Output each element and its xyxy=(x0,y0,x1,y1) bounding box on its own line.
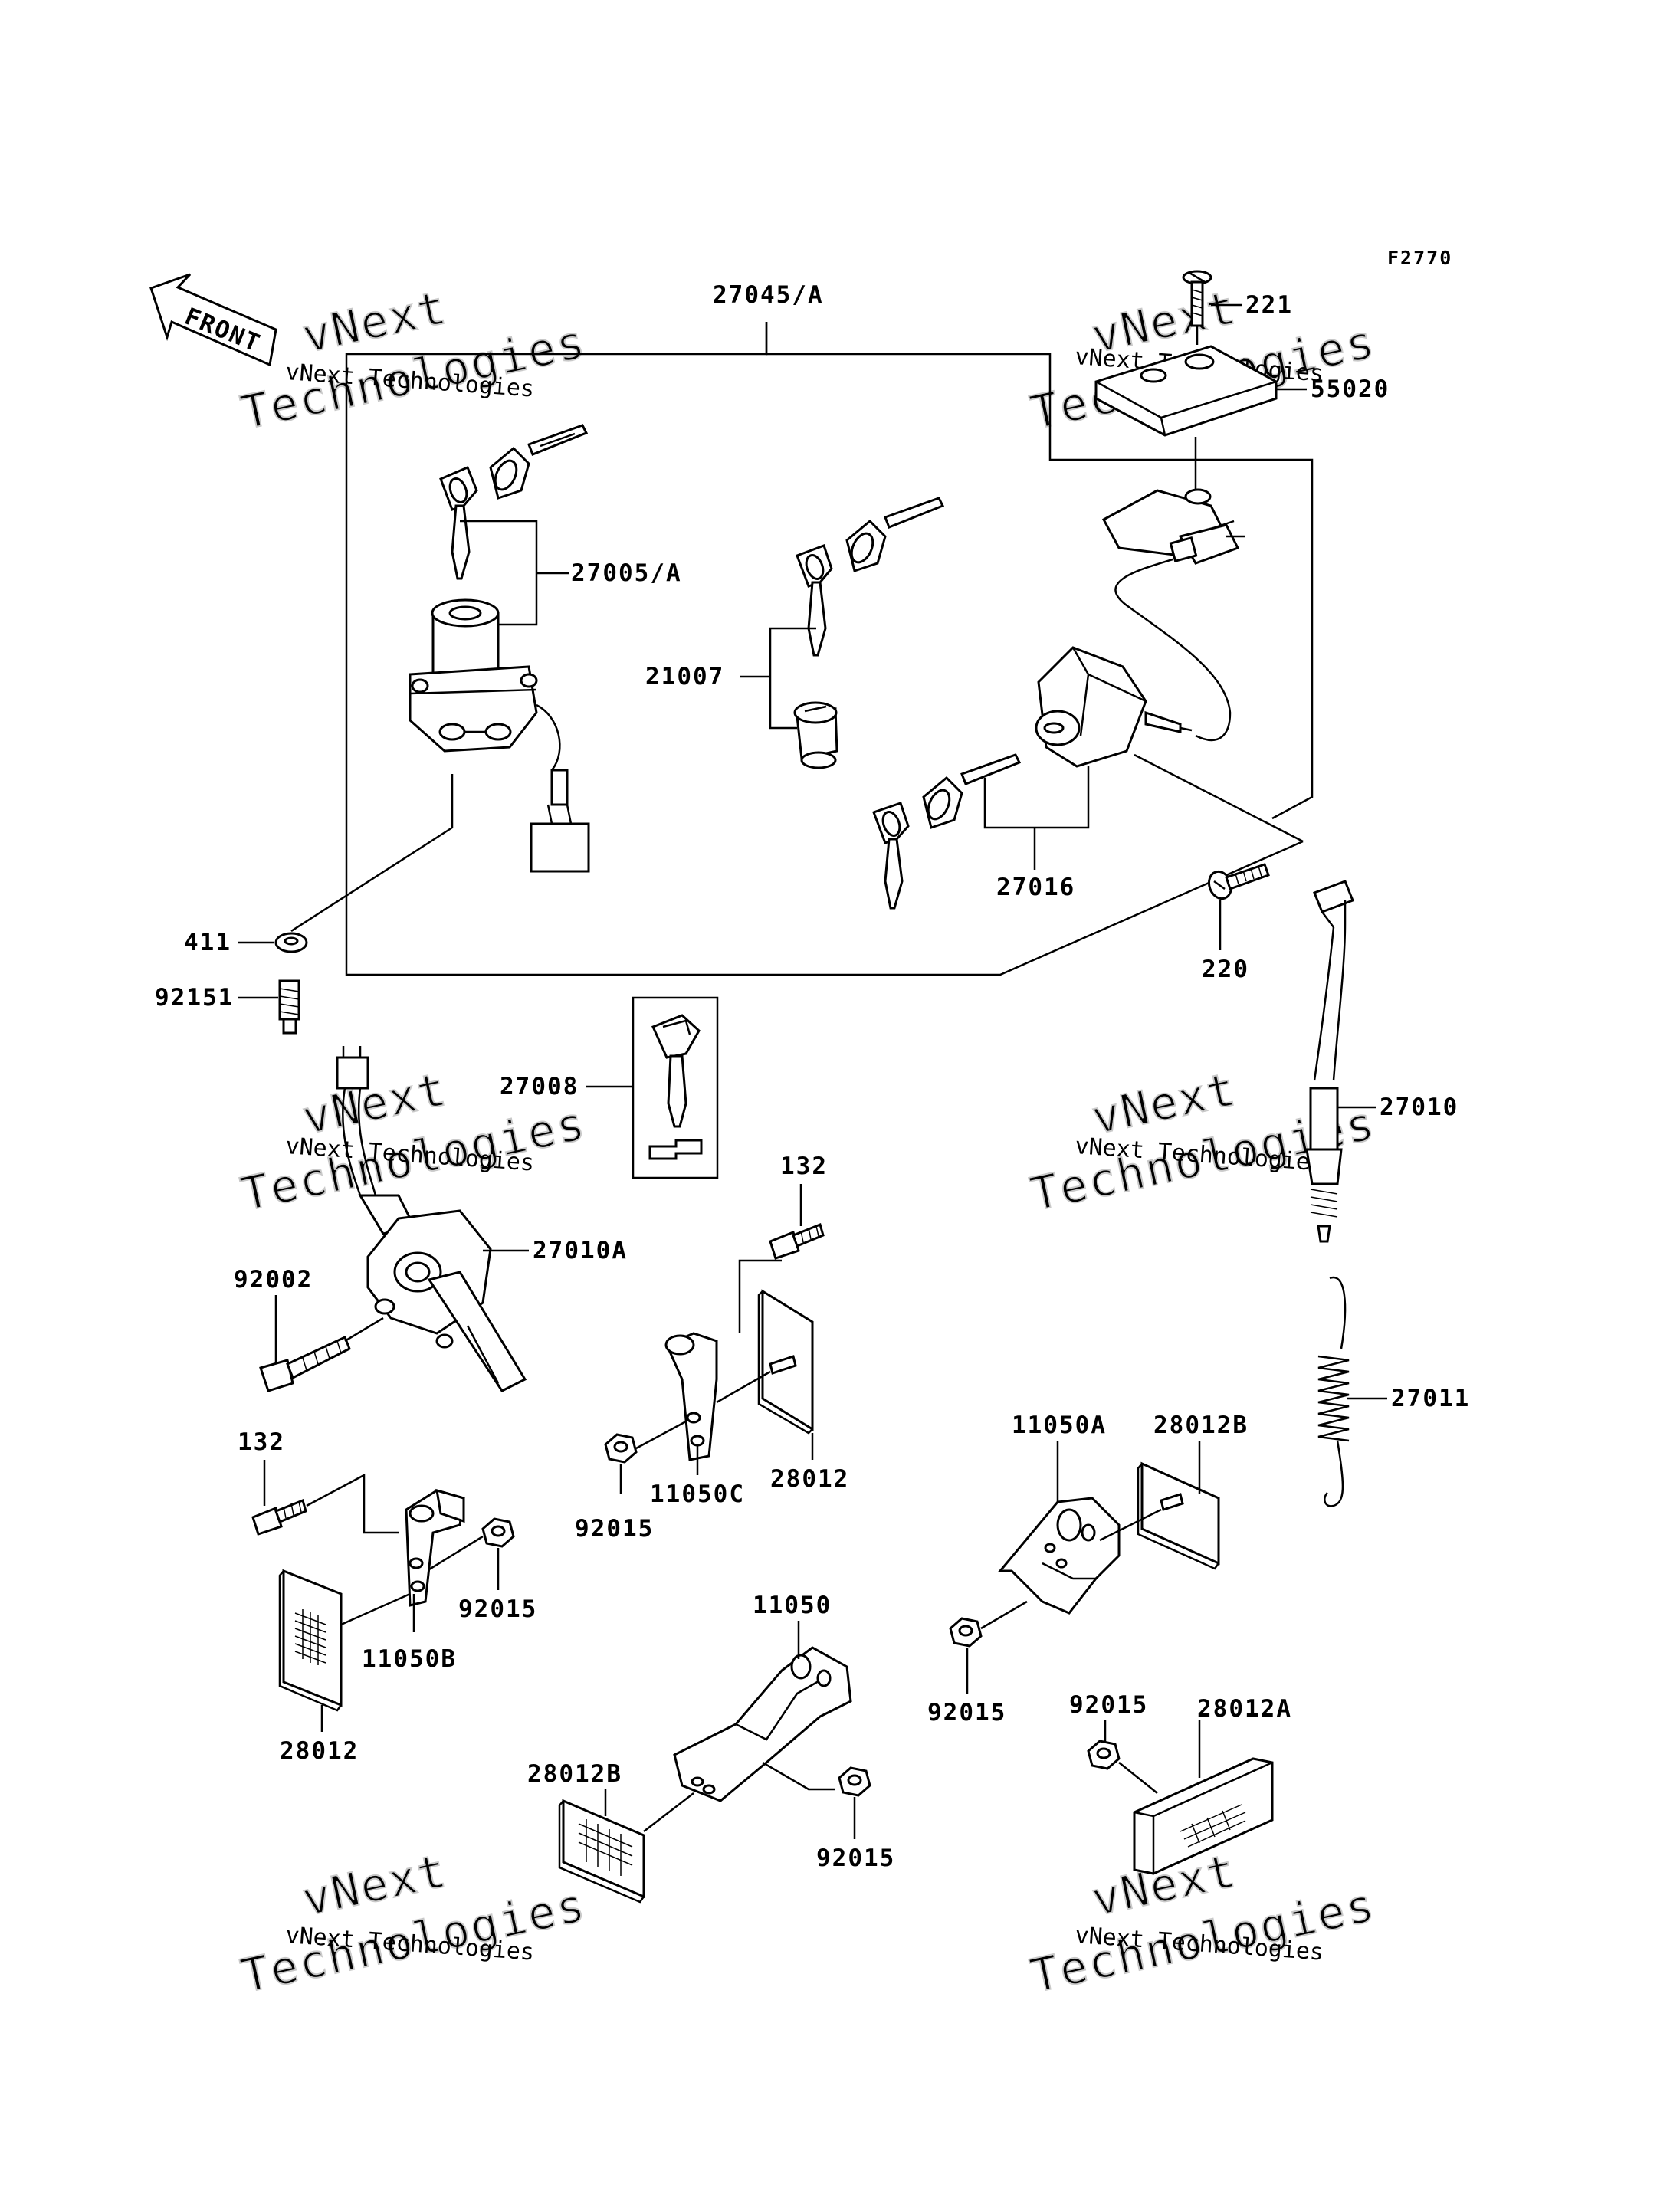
nut-92015-upper-icon xyxy=(604,1433,638,1464)
callout-92015-right: 92015 xyxy=(927,1699,1006,1726)
ignition-switch-27005A-icon xyxy=(409,598,590,873)
watermark-bottom-left: vNext Technologies vNext Technologies xyxy=(236,1844,592,2005)
callout-28012B-right: 28012B xyxy=(1153,1412,1249,1439)
bolt-132-lower-icon xyxy=(251,1498,307,1536)
watermark-top-left: vNext Technologies vNext Technologies xyxy=(236,280,592,441)
callout-11050C: 11050C xyxy=(650,1481,745,1508)
key-pair-21007-icon xyxy=(796,497,945,657)
callout-28012A: 28012A xyxy=(1197,1695,1292,1723)
callout-11050A: 11050A xyxy=(1012,1412,1107,1439)
key-pair-27005A-icon xyxy=(439,424,589,580)
bolt-92151-icon xyxy=(278,979,300,1035)
bolt-92002-icon xyxy=(259,1335,351,1392)
spring-27011-icon xyxy=(1317,1276,1350,1507)
callout-28012-upper: 28012 xyxy=(770,1465,849,1493)
callout-411: 411 xyxy=(184,929,231,956)
callout-21007: 21007 xyxy=(645,663,724,690)
callout-27045A: 27045/A xyxy=(713,281,824,309)
seat-lock-27016-icon xyxy=(1035,646,1193,768)
nut-92015-left-icon xyxy=(481,1517,515,1548)
nut-92015-bottom-right-icon xyxy=(1087,1740,1121,1770)
washer-411-icon xyxy=(274,932,308,953)
bracket-11050C-icon xyxy=(664,1332,718,1461)
callout-27008: 27008 xyxy=(500,1073,579,1100)
nut-92015-bottom-center-icon xyxy=(838,1766,871,1797)
bracket-11050-icon xyxy=(673,1646,852,1802)
watermark-bottom-right: vNext Technologies vNext Technologies xyxy=(1025,1844,1381,2005)
callout-27010A: 27010A xyxy=(533,1237,628,1264)
callout-28012-lower-left: 28012 xyxy=(280,1737,359,1765)
reflector-28012B-bottom-icon xyxy=(558,1799,645,1904)
bracket-11050B-icon xyxy=(405,1488,465,1607)
callout-92015-bottom-right: 92015 xyxy=(1069,1691,1148,1719)
callout-27016: 27016 xyxy=(996,874,1075,901)
callout-132-upper: 132 xyxy=(780,1153,828,1180)
reflector-28012B-right-icon xyxy=(1137,1461,1220,1570)
key-blank-27008-icon xyxy=(632,996,719,1179)
callout-92002: 92002 xyxy=(234,1266,313,1294)
figure-code: F2770 xyxy=(1387,247,1452,269)
screw-220-icon xyxy=(1207,863,1270,900)
key-pair-27016-icon xyxy=(872,753,1022,910)
switch-27010A-icon xyxy=(336,1046,527,1392)
callout-92015-left: 92015 xyxy=(458,1595,537,1623)
screw-221-icon xyxy=(1182,270,1212,327)
callout-28012B-bottom: 28012B xyxy=(527,1760,622,1788)
plate-55020-icon xyxy=(1094,345,1278,437)
kit-frame-27045A xyxy=(345,322,1314,976)
switch-27010-icon xyxy=(1305,880,1354,1243)
callout-92015-upper: 92015 xyxy=(575,1515,654,1543)
reflector-28012A-icon xyxy=(1133,1757,1274,1875)
callout-221: 221 xyxy=(1245,291,1293,319)
callout-92151: 92151 xyxy=(155,984,234,1012)
callout-92015-bottom-center: 92015 xyxy=(816,1844,895,1872)
callout-27011: 27011 xyxy=(1391,1385,1470,1412)
callout-11050B: 11050B xyxy=(362,1645,457,1673)
callout-27005A: 27005/A xyxy=(571,559,682,587)
reflector-28012-lower-left-icon xyxy=(278,1569,343,1712)
nut-92015-right-icon xyxy=(949,1617,983,1648)
lock-cap-21007-icon xyxy=(793,701,838,769)
bracket-11050A-icon xyxy=(997,1497,1121,1615)
callout-55020: 55020 xyxy=(1311,375,1390,403)
callout-27010: 27010 xyxy=(1380,1094,1459,1121)
callout-132-lower: 132 xyxy=(238,1428,285,1456)
callout-11050: 11050 xyxy=(753,1592,832,1619)
bolt-132-upper-icon xyxy=(769,1222,825,1260)
front-arrow-icon: FRONT xyxy=(149,273,277,367)
callout-220: 220 xyxy=(1202,956,1249,983)
seat-lock-bracket-icon xyxy=(1101,488,1245,742)
